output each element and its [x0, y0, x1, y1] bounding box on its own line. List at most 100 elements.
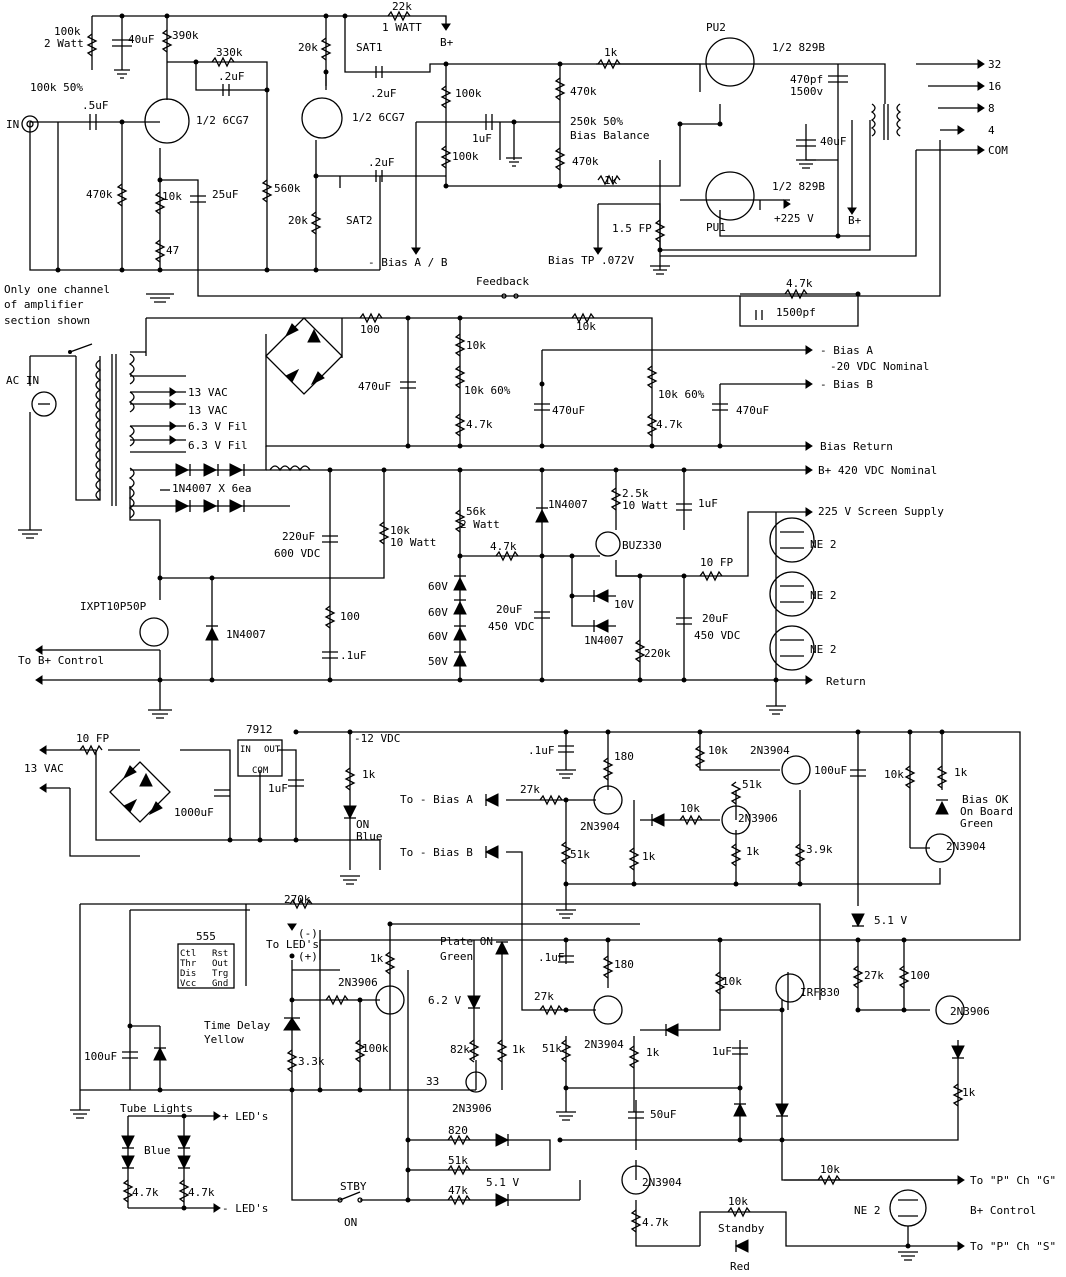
label-d1n4007-b: 1N4007 — [584, 634, 624, 647]
label-c1uf-b: 1uF — [698, 497, 718, 510]
label-r1k-i: 1k — [646, 1046, 660, 1059]
label-c470uf-c: 470uF — [736, 404, 769, 417]
label-c1uf-f: .1uF — [538, 951, 565, 964]
label-r10fp-b: 10 FP — [76, 732, 109, 745]
label-ten-watt-a: 10 Watt — [622, 499, 668, 512]
label-standby: Standby — [718, 1222, 765, 1235]
label-red: Red — [730, 1260, 750, 1273]
label-r1k-j: 1k — [962, 1086, 976, 1099]
label-r560k: 560k — [274, 182, 301, 195]
label-q2n3904-c: 2N3904 — [946, 840, 986, 853]
label-blue: Blue — [356, 830, 383, 843]
label-q2n3906-c: 2N3906 — [950, 1005, 990, 1018]
label-c25uf: 25uF — [212, 188, 239, 201]
label-r10k-ps: 10k — [576, 320, 596, 333]
label-reg-com: COM — [252, 766, 269, 776]
label-sat1: SAT1 — [356, 41, 383, 54]
label-r180-b: 180 — [614, 958, 634, 971]
label-bias-ab: - Bias A / B — [368, 256, 448, 269]
label-neg12: -12 VDC — [354, 732, 400, 745]
label-c100uf-b: 100uF — [84, 1050, 117, 1063]
label-diodes: 1N4007 X 6ea — [172, 482, 251, 495]
label-ne2-a: NE 2 — [810, 538, 837, 551]
label-out-16: 16 — [988, 80, 1001, 93]
label-r1k-b: 1k — [604, 174, 618, 187]
label-r470k-b: 470k — [572, 155, 599, 168]
label-c40uf-top: 40uF — [128, 33, 155, 46]
label-r27k-a: 27k — [520, 783, 540, 796]
control-components — [39, 729, 965, 1261]
label-v450-a: 450 VDC — [488, 620, 534, 633]
label-d1n4007-a: 1N4007 — [548, 498, 588, 511]
label-c20uf-b: 20uF — [702, 612, 729, 625]
power-supply-wiring — [29, 317, 806, 710]
label-r100-c: 100 — [910, 969, 930, 982]
label-pin-gnd: Gnd — [212, 979, 228, 989]
label-d1n4007-c: 1N4007 — [226, 628, 266, 641]
label-bplus-420: B+ 420 VDC Nominal — [818, 464, 937, 477]
label-r47k-g: 4.7k — [642, 1216, 669, 1229]
label-r62v: 6.2 V — [428, 994, 461, 1007]
label-c2uf-a: .2uF — [218, 70, 245, 83]
label-bplus-control: B+ Control — [970, 1204, 1036, 1217]
label-r47k-fb: 4.7k — [786, 277, 813, 290]
label-pin-vcc: Vcc — [180, 979, 196, 989]
label-pu1: PU1 — [706, 221, 726, 234]
label-v450-b: 450 VDC — [694, 629, 740, 642]
label-minus-leds: - LED's — [222, 1202, 268, 1215]
label-note1: Only one channel — [4, 283, 110, 296]
label-pin-rst: Rst — [212, 949, 228, 959]
label-ne2-b: NE 2 — [810, 589, 837, 602]
label-out-8: 8 — [988, 102, 995, 115]
label-r15fp: 1.5 FP — [612, 222, 652, 235]
label-bias-b-out: - Bias B — [820, 378, 873, 391]
label-r20k-b: 20k — [288, 214, 308, 227]
label-to-bias-a: To - Bias A — [400, 793, 473, 806]
label-r820: 820 — [448, 1124, 468, 1137]
label-v600: 600 VDC — [274, 547, 320, 560]
label-r10k-i: 10k — [728, 1195, 748, 1208]
label-c50uf: 50uF — [650, 1108, 677, 1121]
label-vac13-a: 13 VAC — [188, 386, 228, 399]
label-led-plus: (+) — [298, 950, 318, 963]
label-r1k-top: 1k — [604, 46, 618, 59]
label-tube-829b-top: 1/2 829B — [772, 41, 825, 54]
label-z10v: 10V — [614, 598, 634, 611]
amplifier-components — [21, 10, 985, 320]
label-time-delay: Time Delay — [204, 1019, 271, 1032]
label-ixpt: IXPT10P50P — [80, 600, 147, 613]
label-r220k: 220k — [644, 647, 671, 660]
label-to-p-g: To "P" Ch "G" — [970, 1174, 1056, 1187]
label-c40uf-b: 40uF — [820, 135, 847, 148]
label-pot10k-b: 10k 60% — [658, 388, 705, 401]
label-green-b: Green — [440, 950, 473, 963]
label-ne2-c: NE 2 — [810, 643, 837, 656]
label-reg-in: IN — [240, 745, 251, 755]
label-q2n3906-a: 2N3906 — [738, 812, 778, 825]
label-c2uf-c: .2uF — [368, 156, 395, 169]
label-ic555: 555 — [196, 930, 216, 943]
label-bias-nominal: -20 VDC Nominal — [830, 360, 929, 373]
label-r10k-d: 10k — [708, 744, 728, 757]
label-yellow: Yellow — [204, 1033, 244, 1046]
label-two-watt: 2 Watt — [44, 37, 84, 50]
label-c470uf-a: 470uF — [358, 380, 391, 393]
label-fil-b: 6.3 V Fil — [188, 439, 248, 452]
label-c1uf-d: .1uF — [528, 744, 555, 757]
label-c1000uf: 1000uF — [174, 806, 214, 819]
label-two-watt-b: 2 Watt — [460, 518, 500, 531]
control-wiring — [44, 731, 1021, 1247]
label-r10k-g: 10k — [722, 975, 742, 988]
label-r10fp-a: 10 FP — [700, 556, 733, 569]
label-bias-ok: Bias OK — [962, 793, 1009, 806]
label-out-4: 4 — [988, 124, 995, 137]
label-c5uf: .5uF — [82, 99, 109, 112]
label-bplus-top: B+ — [440, 36, 454, 49]
label-plus-leds: + LED's — [222, 1110, 268, 1123]
label-out-32: 32 — [988, 58, 1001, 71]
label-r47k-b: 4.7k — [656, 418, 683, 431]
label-ne2-d: NE 2 — [854, 1204, 881, 1217]
label-pot10k-a: 10k 60% — [464, 384, 511, 397]
label-r25k: 2.5k — [622, 487, 649, 500]
label-r1k-g: 1k — [370, 952, 384, 965]
